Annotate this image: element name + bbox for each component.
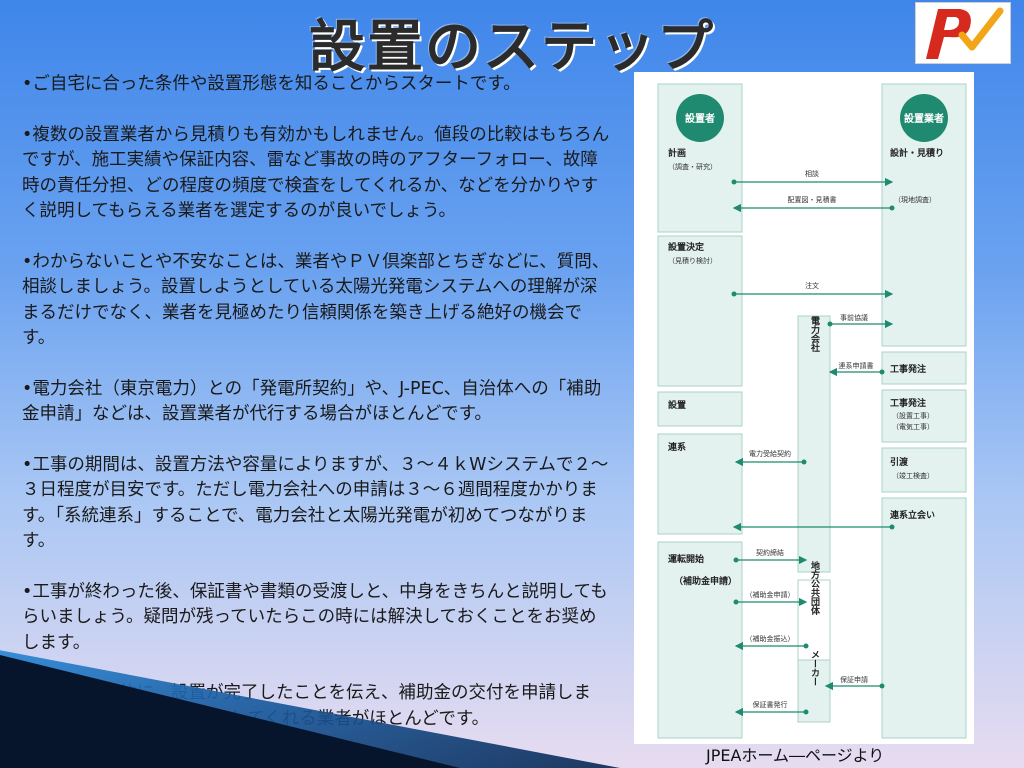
work-box <box>881 389 967 443</box>
logo <box>915 2 1011 64</box>
design-box <box>881 83 967 347</box>
arrow-estimate-label: 配置図・見積書 <box>788 195 837 204</box>
arrow-warranty-issue-label: 保証書発行 <box>753 700 788 709</box>
arrow-subsidy-pay-label: （補助金振込） <box>746 634 795 643</box>
install-label: 設置 <box>668 399 686 411</box>
arrow-contract-label: 契約締結 <box>756 548 784 557</box>
arrow-power-contract-label: 電力受給契約 <box>749 449 791 458</box>
contractor-circle <box>900 94 948 142</box>
paragraph-start: •ご自宅に合った条件や設置形態を知ることからスタートです。 <box>22 74 521 94</box>
installation-flow-diagram: 設置者 設置業者 計画 （調査・研究） 設置決定 （見積り検討） 設置 連系 運… <box>634 72 974 744</box>
page-title: 設置のステップ <box>309 15 715 80</box>
decision-sub-label: （見積り検討） <box>668 256 717 265</box>
work-label: 工事発注 <box>890 397 926 409</box>
decision-label: 設置決定 <box>668 241 705 253</box>
handover-box <box>881 447 967 493</box>
install-box <box>657 391 743 427</box>
subsidy-label: （補助金申請） <box>674 575 737 587</box>
operation-box <box>657 541 743 739</box>
local-gov-label: 地方公共団体 <box>809 560 820 616</box>
local-gov-box <box>797 579 831 665</box>
arrow-warranty-apply-label: 保証申請 <box>840 675 868 684</box>
body-text: •ご自宅に合った条件や設置形態を知ることからスタートです。 •複数の設置業者から… <box>22 72 614 757</box>
design-label: 設計・見積り <box>890 147 944 159</box>
witness-box <box>881 497 967 739</box>
order-box <box>881 351 967 385</box>
survey-label: （現地調査） <box>894 195 936 204</box>
handover-sub-label: （竣工検査） <box>892 471 934 480</box>
maker-label: メーカー <box>809 650 820 686</box>
paragraph-estimate: •複数の設置業者から見積りも有効かもしれません。値段の比較はもちろんですが、施工… <box>22 124 610 222</box>
paragraph-after-work: •工事が終わった後、保証書や書類の受渡しと、中身をきちんと説明してもらいましょう… <box>22 581 608 653</box>
power-company-box <box>797 315 831 573</box>
source-caption: JPEAホーム―ページより <box>706 746 885 765</box>
plan-sub-label: （調査・研究） <box>668 162 717 171</box>
paragraph-contract: •電力会社（東京電力）との「発電所契約」や、J-PEC、自治体への「補助金申請」… <box>22 378 602 425</box>
connect-label: 連系 <box>668 441 686 453</box>
plan-box <box>657 83 743 233</box>
arrow-consult-label: 相談 <box>805 169 819 178</box>
flow-diagram-svg: 設置者 設置業者 計画 （調査・研究） 設置決定 （見積り検討） 設置 連系 運… <box>657 83 967 739</box>
pv-logo-icon <box>926 7 1004 59</box>
contractor-header: 設置業者 <box>904 112 944 125</box>
power-company-label: 電力会社 <box>809 316 821 353</box>
arrow-subsidy-apply-label: （補助金申請） <box>746 590 795 599</box>
connect-box <box>657 433 743 535</box>
handover-label: 引渡 <box>890 456 909 468</box>
witness-label: 連系立会い <box>890 509 935 521</box>
decision-box <box>657 235 743 387</box>
paragraph-period: •工事の期間は、設置方法や容量によりますが、３～４ｋWシステムで２～３日程度が目… <box>22 454 609 552</box>
order-label: 工事発注 <box>890 363 926 375</box>
operation-label: 運転開始 <box>668 553 704 565</box>
installer-header: 設置者 <box>685 112 715 125</box>
arrow-order-label: 注文 <box>805 281 819 290</box>
arrow-pre-consult-label: 事前協議 <box>840 313 868 322</box>
arrow-connect-request-label: 連系申請書 <box>839 361 874 370</box>
installer-circle <box>676 94 724 142</box>
work-sub-label-1: （設置工事） <box>892 411 934 420</box>
paragraph-consult: •わからないことや不安なことは、業者やＰＶ倶楽部とちぎなどに、質問、相談しましょ… <box>22 251 610 349</box>
work-sub-label-2: （電気工事） <box>892 422 934 431</box>
plan-label: 計画 <box>668 147 686 159</box>
